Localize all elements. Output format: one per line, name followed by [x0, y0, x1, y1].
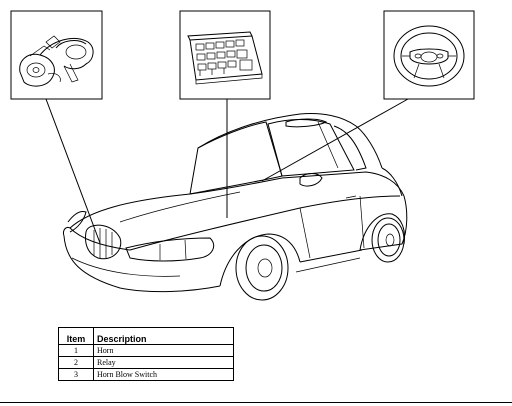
table-header-row: Item Description — [58, 327, 234, 345]
item-number: 3 — [58, 368, 94, 381]
item-number: 2 — [58, 356, 94, 369]
bottom-divider — [0, 402, 512, 403]
column-header-description: Description — [93, 327, 234, 345]
item-number: 1 — [58, 344, 94, 357]
table-row: 3 Horn Blow Switch — [58, 368, 234, 381]
leader-lines — [45, 98, 409, 244]
parts-table: Item Description 1 Horn 2 Relay 3 Horn B… — [58, 327, 234, 381]
relay-inset — [179, 10, 271, 100]
horn-switch-inset — [383, 10, 475, 100]
table-row: 2 Relay — [58, 356, 234, 369]
item-description: Relay — [93, 356, 234, 369]
item-description: Horn Blow Switch — [93, 368, 234, 381]
item-description: Horn — [93, 344, 234, 357]
table-row: 1 Horn — [58, 344, 234, 357]
horn-inset — [10, 10, 103, 100]
column-header-item: Item — [58, 327, 94, 345]
car-illustration — [63, 113, 408, 301]
